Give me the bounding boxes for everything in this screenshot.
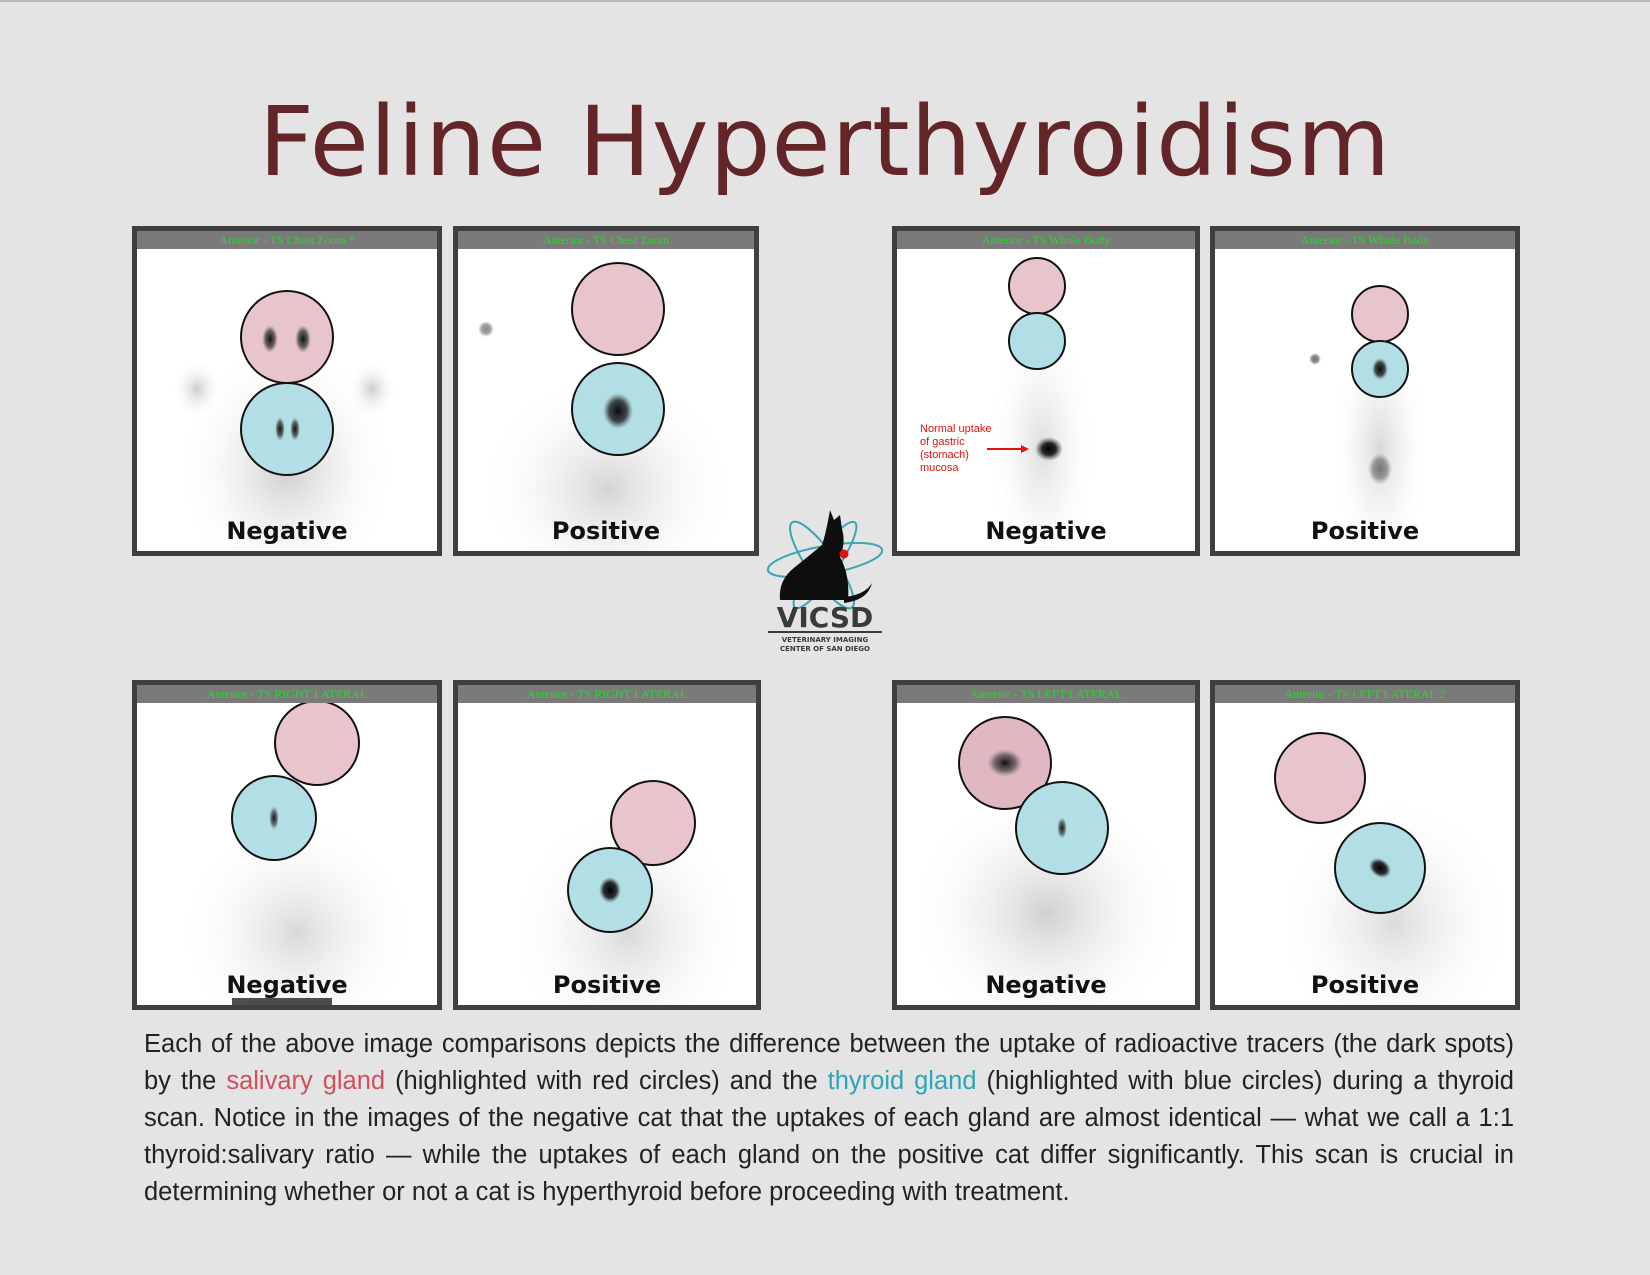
- svg-text:CENTER OF SAN DIEGO: CENTER OF SAN DIEGO: [780, 645, 870, 653]
- scan-image: [508, 780, 748, 1005]
- scan-image: [987, 257, 1097, 551]
- scan-panel-rightlateral-positive: Anterior - TS RIGHT LATERAL Positive: [453, 680, 761, 1010]
- scan-image: [177, 703, 417, 1005]
- scan-panel-chest-positive: Anterior - TS Chest Zoom Positive: [453, 226, 759, 556]
- scan-image: [172, 290, 397, 551]
- panel-header: Anterior - TS LEFT LATERAL: [897, 685, 1195, 703]
- page-title: Feline Hyperthyroidism: [258, 86, 1392, 198]
- result-label: Positive: [1310, 971, 1420, 999]
- caption-paragraph: Each of the above image comparisons depi…: [144, 1026, 1514, 1211]
- gastric-annotation: Normal uptake of gastric (stomach) mucos…: [920, 423, 1020, 475]
- result-label: Positive: [552, 971, 662, 999]
- panel-header: Anterior - TS Chest Zoom *: [137, 231, 437, 249]
- scan-image: [478, 262, 738, 551]
- panel-header: Anterior - TS Whole Body: [1215, 231, 1515, 249]
- result-label: Positive: [551, 517, 661, 545]
- caption-text: (highlighted with blue circles) during a…: [144, 1067, 1514, 1206]
- scan-image: [1274, 732, 1515, 1005]
- panel-header: Anterior - TS RIGHT LATERAL: [458, 685, 756, 703]
- svg-text:VICSD: VICSD: [777, 601, 874, 634]
- annotation-line: mucosa: [920, 462, 959, 474]
- scan-panel-wholebody-positive: Anterior - TS Whole Body Positive: [1210, 226, 1520, 556]
- result-label: Negative: [226, 517, 348, 545]
- annotation-line: (stomach): [920, 449, 969, 461]
- panel-header: Anterior - TS Whole Body: [897, 231, 1195, 249]
- salivary-gland-term: salivary gland: [226, 1067, 386, 1095]
- panel-header: Anterior - TS RIGHT LATERAL: [137, 685, 437, 703]
- scan-panel-rightlateral-negative: Anterior - TS RIGHT LATERAL Negative: [132, 680, 442, 1010]
- caption-text: Each of the above image comparisons depi…: [144, 1030, 1514, 1095]
- cat-atom-logo-icon: VICSD VETERINARY IMAGING CENTER OF SAN D…: [766, 510, 884, 653]
- thyroid-gland-term: thyroid gland: [827, 1067, 977, 1095]
- svg-text:VETERINARY IMAGING: VETERINARY IMAGING: [782, 636, 869, 644]
- caption-text: (highlighted with red circles) and the: [385, 1067, 828, 1095]
- scan-panel-leftlateral-negative: Anterior - TS LEFT LATERAL Negative: [892, 680, 1200, 1010]
- top-rule: [0, 0, 1650, 2]
- result-label: Negative: [226, 971, 348, 999]
- scan-panel-leftlateral-positive: Anterior - TS LEFT LATERAL 2 Positive: [1210, 680, 1520, 1010]
- scan-image: [1309, 285, 1430, 551]
- panel-header: Anterior - TS Chest Zoom: [458, 231, 754, 249]
- annotation-line: of gastric: [920, 436, 965, 448]
- panel-header: Anterior - TS LEFT LATERAL 2: [1215, 685, 1515, 703]
- result-label: Negative: [985, 971, 1107, 999]
- annotation-line: Normal uptake: [920, 423, 992, 435]
- scan-image: [907, 716, 1187, 1005]
- scan-panel-chest-negative: Anterior - TS Chest Zoom * Negative: [132, 226, 442, 556]
- result-label: Positive: [1310, 517, 1420, 545]
- result-label: Negative: [985, 517, 1107, 545]
- scan-panel-wholebody-negative: Anterior - TS Whole Body Negative: [892, 226, 1200, 556]
- vicsd-logo: VICSD VETERINARY IMAGING CENTER OF SAN D…: [760, 505, 890, 685]
